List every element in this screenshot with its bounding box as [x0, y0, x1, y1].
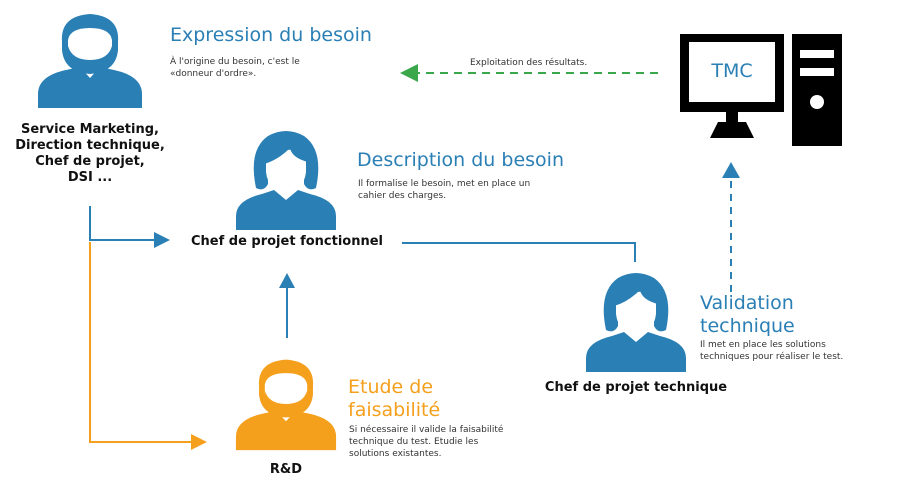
connector-client-to-rd [89, 242, 195, 443]
client-role-line: DSI ... [67, 170, 113, 185]
client-role-line: Service Marketing, [21, 122, 159, 137]
tmc-label: TMC [711, 60, 753, 82]
fonctionnel-role: Chef de projet fonctionnel [190, 234, 384, 249]
expression-title: Expression du besoin [170, 24, 372, 46]
expression-desc-line: À l'origine du besoin, c'est le [170, 57, 300, 67]
man-beard-icon [235, 359, 337, 451]
client-role-line: Direction technique, [15, 138, 165, 153]
validation-title: Validation technique [700, 292, 795, 338]
technique-role: Chef de projet technique [544, 380, 728, 395]
arrowhead-to-tmc [722, 162, 740, 178]
expression-desc-line: «donneur d'ordre». [170, 69, 257, 79]
validation-desc-line: techniques pour réaliser le test. [700, 352, 844, 362]
computer-icon [680, 34, 842, 146]
exploitation-label: Exploitation des résultats. [470, 58, 588, 68]
etude-title-line: Etude de [348, 376, 434, 398]
connector-client-to-fonctionnel [89, 206, 158, 241]
etude-desc-line: solutions existantes. [349, 449, 442, 459]
etude-desc-line: technique du test. Etudie les [349, 437, 479, 447]
description-desc-line: cahier des charges. [358, 191, 447, 201]
description-title: Description du besoin [357, 149, 564, 171]
rd-role: R&D [269, 462, 303, 477]
client-role: Service Marketing, Direction technique, … [8, 122, 172, 186]
etude-title-line: faisabilité [348, 399, 441, 421]
arrowhead-to-fonctionnel [154, 232, 170, 248]
arrowhead-rd-up [279, 273, 295, 288]
validation-title-line: technique [700, 315, 795, 337]
etude-description: Si nécessaire il valide la faisabilité t… [349, 424, 503, 460]
connector-fonctionnel-to-technique [402, 242, 636, 262]
description-description: Il formalise le besoin, met en place un … [358, 178, 530, 202]
validation-description: Il met en place les solutions techniques… [700, 339, 843, 363]
woman-icon [236, 131, 336, 230]
validation-title-line: Validation [700, 292, 794, 314]
expression-description: À l'origine du besoin, c'est le «donneur… [170, 56, 300, 80]
etude-desc-line: Si nécessaire il valide la faisabilité [349, 425, 504, 435]
arrowhead-to-expression [400, 64, 418, 82]
woman-icon [586, 273, 686, 372]
validation-desc-line: Il met en place les solutions [700, 340, 826, 350]
client-role-line: Chef de projet, [35, 154, 145, 169]
arrowhead-to-rd [191, 434, 207, 450]
man-beard-icon [38, 14, 142, 108]
description-desc-line: Il formalise le besoin, met en place un [358, 179, 531, 189]
etude-title: Etude de faisabilité [348, 376, 440, 422]
